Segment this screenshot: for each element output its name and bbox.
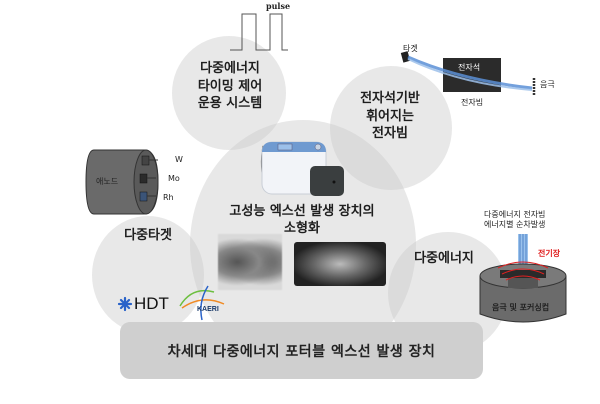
multi-energy-text: 다중에너지	[414, 251, 474, 266]
electromagnet-text: 전자석기반 휘어지는 전자빔	[360, 91, 420, 142]
anode-label: 애노드	[96, 177, 119, 186]
chest-xray-image	[218, 234, 282, 290]
kaeri-logo-text: KAERI	[197, 306, 219, 313]
multi-energy-caption: 다중에너지 전자빔 에너지별 순차발생	[484, 210, 546, 230]
cathode-cup-label: 음극 및 포커싱컵	[492, 303, 550, 312]
center-text: 고성능 엑스선 발생 장치의 소형화	[229, 204, 375, 236]
material-rh-label: Rh	[163, 193, 174, 202]
kaeri-logo-icon	[179, 285, 225, 321]
material-w-label: W	[175, 155, 183, 164]
multi-target-text: 다중타겟	[124, 228, 172, 243]
dental-xray-image	[294, 242, 386, 286]
target-label: 타겟	[403, 44, 418, 53]
timing-circle	[172, 36, 286, 150]
material-mo-label: Mo	[168, 174, 180, 183]
pulse-waveform-icon	[230, 13, 288, 51]
multi-target-circle	[92, 216, 204, 334]
portable-xray-device-icon	[260, 141, 344, 196]
hdt-logo-text: HDT	[134, 294, 169, 313]
beam-label: 전자빔	[461, 98, 484, 107]
title-bar: 차세대 다중에너지 포터블 엑스선 발생 장치	[120, 322, 483, 379]
hdt-logo-icon	[117, 296, 133, 312]
pulse-label: pulse	[266, 1, 291, 11]
focusing-cup-icon	[479, 234, 567, 323]
magnet-label: 전자석	[458, 63, 481, 72]
anode-target-icon	[85, 149, 159, 215]
timing-text: 다중에너지 타이밍 제어 운용 시스템	[197, 61, 263, 112]
electromagnet-schematic-icon	[400, 51, 536, 96]
cathode-label: 음극	[540, 80, 555, 89]
electric-field-label: 전기장	[538, 249, 561, 258]
electromagnet-circle	[330, 66, 452, 190]
title-bar-text: 차세대 다중에너지 포터블 엑스선 발생 장치	[167, 343, 436, 360]
